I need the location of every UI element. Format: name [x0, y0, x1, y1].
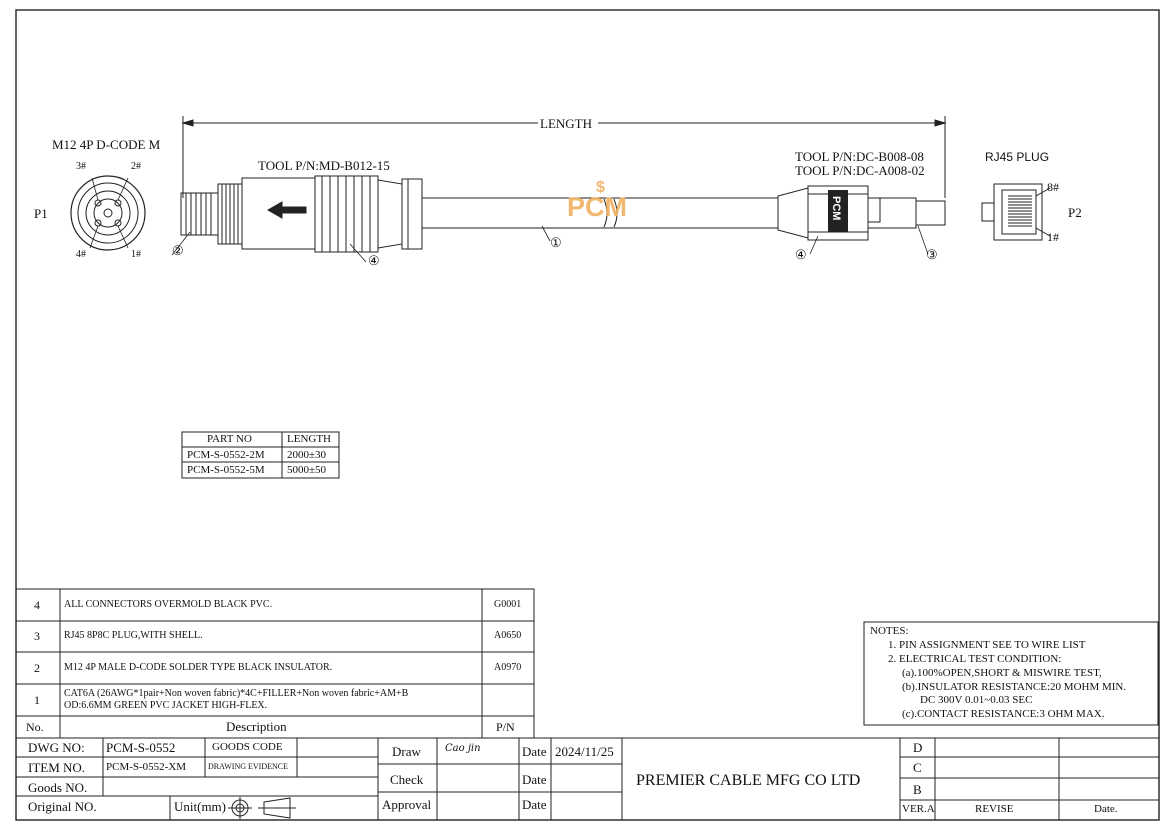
bom-row-4-desc: ALL CONNECTORS OVERMOLD BLACK PVC.	[64, 599, 273, 610]
notes-line-2: 2. ELECTRICAL TEST CONDITION:	[888, 653, 1062, 665]
part-table-row-1-length: 2000±30	[287, 449, 327, 461]
length-dimension	[181, 116, 947, 198]
title-block-lines	[16, 737, 1159, 820]
part-table-header-partno: PART NO	[207, 433, 252, 445]
part-table-row-2-partno: PCM-S-0552-5M	[187, 464, 265, 476]
part-table-lines	[181, 431, 340, 479]
goods-no-label: Goods NO.	[28, 780, 88, 795]
draw-date-label: Date	[522, 744, 547, 759]
revision-c: C	[913, 760, 922, 775]
balloon-4-m12: ④	[368, 253, 380, 268]
notes-line-3: (a).100%OPEN,SHORT & MISWIRE TEST,	[902, 667, 1102, 679]
p1-pin-2: 2#	[131, 161, 141, 172]
approval-label: Approval	[382, 797, 432, 812]
rj45-overmold-logo: PCM	[828, 190, 848, 232]
balloon-leaders	[171, 225, 929, 263]
bom-header-no: No.	[26, 720, 44, 734]
bom-header-pn: P/N	[496, 720, 515, 734]
bom-row-3-pn: A0650	[494, 630, 522, 641]
drawing-evidence-label: DRAWING EVIDENCE	[208, 762, 289, 771]
item-no-label: ITEM NO.	[28, 760, 86, 775]
company-name: PREMIER CABLE MFG CO LTD	[636, 772, 861, 789]
bom-row-4-pn: G0001	[494, 599, 522, 610]
bom-row-2-no: 2	[34, 661, 40, 675]
part-table-row-1-partno: PCM-S-0552-2M	[187, 449, 265, 461]
p2-pin-1: 1#	[1047, 230, 1059, 244]
tool-rj45-2: TOOL P/N:DC-A008-02	[795, 163, 925, 178]
revision-d: D	[913, 740, 923, 755]
length-label: LENGTH	[540, 116, 592, 131]
bom-row-2-pn: A0970	[494, 662, 522, 673]
draw-label: Draw	[392, 744, 421, 759]
p2-pin-8: 8#	[1047, 180, 1059, 194]
p1-pin-1: 1#	[131, 249, 141, 260]
tool-rj45-1: TOOL P/N:DC-B008-08	[795, 149, 924, 164]
m12-connector-body	[180, 175, 423, 253]
sheet-border	[15, 9, 1160, 821]
version-label: VER.A	[902, 803, 935, 815]
revise-label: REVISE	[975, 803, 1014, 815]
svg-text:PCM: PCM	[830, 196, 842, 220]
balloon-3: ③	[926, 247, 938, 262]
notes-box	[863, 621, 1159, 726]
bom-header-description: Description	[226, 719, 287, 734]
notes-line-1: 1. PIN ASSIGNMENT SEE TO WIRE LIST	[888, 639, 1086, 651]
bom-row-1-desc-line2: OD:6.6MM GREEN PVC JACKET HIGH-FLEX.	[64, 700, 268, 711]
balloon-4-rj45: ④	[795, 247, 807, 262]
bom-row-4-no: 4	[34, 598, 40, 612]
tool-m12: TOOL P/N:MD-B012-15	[258, 158, 390, 173]
original-no-label: Original NO.	[28, 799, 97, 814]
p1-pin-3: 3#	[76, 161, 86, 172]
p2-title: RJ45 PLUG	[985, 150, 1050, 164]
draw-signature: Cao jin	[445, 743, 481, 754]
notes-line-6: (c).CONTACT RESISTANCE:3 OHM MAX.	[902, 708, 1105, 720]
m12-front-face	[70, 175, 146, 251]
notes-line-5: DC 300V 0.01~0.03 SEC	[920, 694, 1033, 706]
draw-date-value: 2024/11/25	[555, 744, 614, 759]
rj45-front-face	[981, 183, 1051, 241]
approval-date-label: Date	[522, 797, 547, 812]
svg-text:PCM: PCM	[567, 192, 627, 222]
svg-text:$: $	[596, 179, 605, 196]
bom-row-1-no: 1	[34, 693, 40, 707]
bom-row-3-desc: RJ45 8P8C PLUG,WITH SHELL.	[64, 630, 203, 641]
cable	[422, 197, 778, 229]
p1-pin-4: 4#	[76, 249, 86, 260]
p1-ref: P1	[34, 206, 48, 221]
part-table-header-length: LENGTH	[287, 433, 331, 445]
projection-symbol	[228, 797, 296, 819]
item-no-value: PCM-S-0552-XM	[106, 761, 187, 773]
bom-row-3-no: 3	[34, 629, 40, 643]
check-label: Check	[390, 772, 424, 787]
dwg-no-value: PCM-S-0552	[106, 740, 176, 755]
bom-row-2-desc: M12 4P MALE D-CODE SOLDER TYPE BLACK INS…	[64, 662, 333, 673]
revision-date-label: Date.	[1094, 803, 1118, 815]
balloon-1: ①	[550, 235, 562, 250]
check-date-label: Date	[522, 772, 547, 787]
notes-title: NOTES:	[870, 625, 909, 637]
bom-row-1-desc-line1: CAT6A (26AWG*1pair+Non woven fabric)*4C+…	[64, 688, 409, 699]
dwg-no-label: DWG NO:	[28, 740, 85, 755]
p1-title: M12 4P D-CODE M	[52, 137, 161, 152]
notes-line-4: (b).INSULATOR RESISTANCE:20 MOHM MIN.	[902, 681, 1127, 693]
pcm-watermark: PCM $	[567, 179, 627, 222]
balloon-2: ②	[172, 243, 184, 258]
revision-b: B	[913, 782, 922, 797]
p2-ref: P2	[1068, 205, 1082, 220]
part-table-row-2-length: 5000±50	[287, 464, 327, 476]
bom-table-lines	[15, 588, 535, 739]
unit-label: Unit(mm)	[174, 799, 226, 814]
goods-code-label: GOODS CODE	[212, 741, 283, 753]
